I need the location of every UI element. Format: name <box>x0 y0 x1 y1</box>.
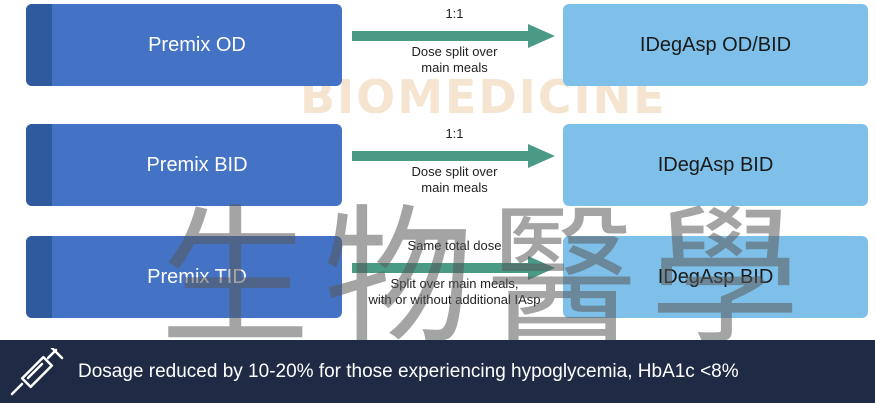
conversion-arrow: 1:1 Dose split over main meals <box>352 124 557 206</box>
box-accent-strip <box>26 4 52 86</box>
source-regimen-box: Premix OD <box>26 4 342 86</box>
arrow-bottom-label: Split over main meals, with or without a… <box>352 276 557 308</box>
arrow-bottom-line-1: Dose split over <box>411 164 498 179</box>
source-regimen-label: Premix OD <box>148 33 246 56</box>
arrow-bottom-line-1: Split over main meals, <box>390 276 519 291</box>
arrow-bottom-line-2: main meals <box>421 180 488 195</box>
dosage-note-text: Dosage reduced by 10-20% for those exper… <box>78 360 739 382</box>
source-regimen-label: Premix BID <box>146 153 248 176</box>
conversion-row-1: Premix OD 1:1 Dose split over main meals… <box>0 4 875 86</box>
target-regimen-box: IDegAsp BID <box>563 236 868 318</box>
arrow-top-label: 1:1 <box>445 126 464 141</box>
box-accent-strip <box>26 236 52 318</box>
syringe-icon <box>10 348 64 396</box>
conversion-row-3: Premix TID Same total dose Split over ma… <box>0 236 875 318</box>
target-regimen-box: IDegAsp OD/BID <box>563 4 868 86</box>
source-regimen-box: Premix BID <box>26 124 342 206</box>
conversion-row-2: Premix BID 1:1 Dose split over main meal… <box>0 124 875 206</box>
arrow-bottom-label: Dose split over main meals <box>352 164 557 196</box>
right-arrow-icon <box>352 144 555 168</box>
dosage-note-banner: Dosage reduced by 10-20% for those exper… <box>0 340 875 403</box>
box-accent-strip <box>26 124 52 206</box>
target-regimen-box: IDegAsp BID <box>563 124 868 206</box>
arrow-bottom-line-1: Dose split over <box>411 44 498 59</box>
arrow-bottom-label: Dose split over main meals <box>352 44 557 76</box>
source-regimen-label: Premix TID <box>147 265 247 288</box>
conversion-arrow: Same total dose Split over main meals, w… <box>352 236 557 318</box>
arrow-bottom-line-2: with or without additional IAsp <box>368 292 541 307</box>
conversion-arrow: 1:1 Dose split over main meals <box>352 4 557 86</box>
arrow-top-label: Same total dose <box>407 238 502 253</box>
arrow-bottom-line-2: main meals <box>421 60 488 75</box>
right-arrow-icon <box>352 256 555 280</box>
right-arrow-icon <box>352 24 555 48</box>
source-regimen-box: Premix TID <box>26 236 342 318</box>
arrow-top-label: 1:1 <box>445 6 464 21</box>
